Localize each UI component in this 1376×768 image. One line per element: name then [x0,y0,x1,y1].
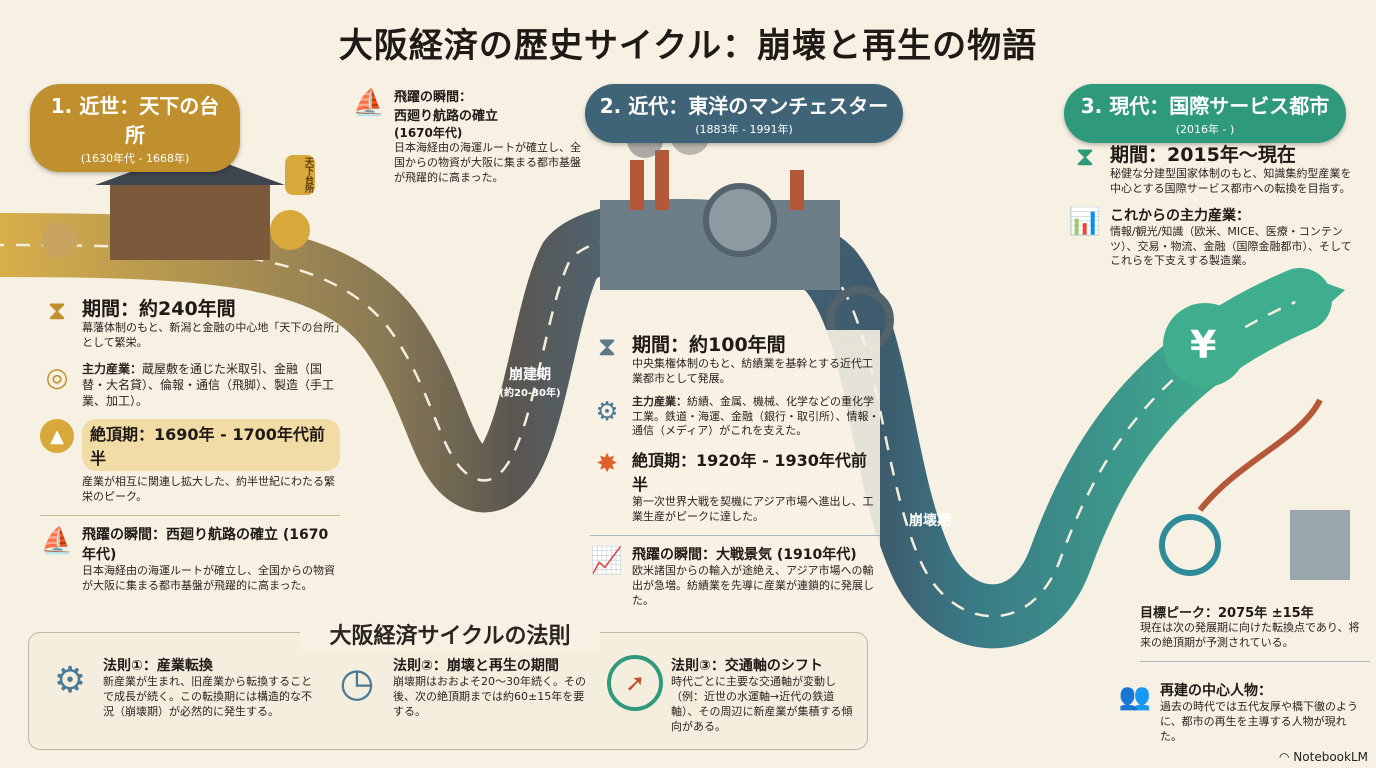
people-icon: 👥 [1118,682,1152,712]
era1-leap-body: 日本海経由の海運ルートが確立し、全国からの物資が大阪に集まる都市基盤が飛躍的に高… [82,563,335,592]
era3-leader: 👥 再建の中心人物：過去の時代では五代友厚や橋下徹のように、都市の再生を主導する… [1118,680,1368,745]
era2-peak: ✸ 絶頂期：1920年 - 1930年代前半第一次世界大戦を契機にアジア市場へ進… [590,447,880,525]
collapse1-title: 崩建期 [509,367,551,383]
law-1-body: 新産業が生まれ、旧産業から転換することで成長が続く。この転換期には構造的な不況（… [103,675,313,718]
era3-heading: 3. 現代：国際サービス都市 [1080,94,1330,118]
era1-leap-title: 飛躍の瞬間：西廻り航路の確立 (1670年代) [82,526,329,563]
era3-leader-title: 再建の中心人物： [1160,683,1272,699]
coins-icon: ◎ [45,362,69,393]
brand-name: NotebookLM [1293,750,1368,764]
callout-years: (1670年代) [394,126,463,140]
ship-icon: ⛵ [352,88,386,118]
leap-callout: ⛵ 飛躍の瞬間： 西廻り航路の確立 (1670年代) 日本海経由の海運ルートが確… [352,86,582,186]
hourglass-icon: ⧗ [47,295,67,326]
era1-industry-title: 主力産業： [82,361,143,376]
era2-leap-body: 欧米諸国からの輸入が途絶え、アジア市場への輸出が急増。紡績業を先導に産業が連鎖的… [632,563,874,607]
era1-industry-body: 蔵屋敷を通じた米取引、金融（国替・大名貸）、倫報・通信（飛脚）、製造（手工業、加… [82,361,335,409]
era3-industry: 📊 これからの主力産業：情報/観光/知識（欧米、MICE、医療・コンテンツ）、交… [1068,205,1358,270]
era3-target: 目標ピーク：2075年 ±15年 現在は次の発展期に向けた転換点であり、将来の絶… [1140,602,1370,670]
era2-years: (1883年 - 1991年) [695,123,793,136]
law-1: ⚙ 法則①：産業転換新産業が生まれ、旧産業から転換することで成長が続く。この転換… [45,655,315,720]
compass-icon: ➚ [607,655,663,711]
era2-header: 2. 近代：東洋のマンチェスター (1883年 - 1991年) [585,84,903,143]
clock-cycle-icon: ◷ [339,660,375,706]
collapse1-label: 崩建期 (約20-30年) [495,364,565,399]
growth-chart-icon: 📊 [1068,206,1102,237]
law-2-title: 法則②：崩壊と再生の期間 [393,658,559,674]
callout-title1: 飛躍の瞬間： [394,90,473,105]
gears-cycle-icon: ⚙ [53,659,87,701]
tenka-sign: 天下台所 [285,155,315,195]
law-3-body: 時代ごとに主要な交通軸が変動し（例：近世の水運軸→近代の鉄道軸）、その周辺に新産… [671,675,853,733]
hourglass-icon: ⧗ [597,331,617,362]
era3-target-title: 目標ピーク：2075年 ±15年 [1140,606,1314,621]
page-title: 大阪経済の歴史サイクル：崩壊と再生の物語 [338,26,1038,66]
era1-period: ⧗ 期間：約240年間幕藩体制のもと、新潟と金融の中心地「天下の台所」として繁栄… [40,294,340,351]
future-illustration: ¥ [1159,303,1350,580]
era1-header: 1. 近世：天下の台所 (1630年代 - 1668年) [30,84,240,172]
era2-industry-body: 紡績、金属、機械、化学などの重化学工業。鉄道・海運、金融（銀行・取引所）、情報・… [632,394,880,438]
era2-period: ⧗ 期間：約100年間中央集権体制のもと、紡績業を基幹とする近代工業都市として発… [590,330,880,387]
law-3-title: 法則③：交通軸のシフト [671,658,823,674]
era3-period-title: 期間：2015年〜現在 [1110,144,1296,166]
law-3: ➚ 法則③：交通軸のシフト時代ごとに主要な交通軸が変動し（例：近世の水運軸→近代… [607,655,857,734]
era1-heading: 1. 近世：天下の台所 [50,94,220,147]
notebooklm-logo-icon: ◠ [1279,750,1294,764]
era1-period-title: 期間：約240年間 [82,298,236,320]
era1-period-body: 幕藩体制のもと、新潟と金融の中心地「天下の台所」として繁栄。 [82,321,340,349]
era1-industry: ◎ 主力産業：蔵屋敷を通じた米取引、金融（国替・大名貸）、倫報・通信（飛脚）、製… [40,361,340,410]
era1-peak-body: 産業が相互に関連し拡大した、約半世紀にわたる繁栄のピーク。 [82,475,335,504]
era3-period-body: 秘健な分建型国家体制のもと、知識集約型産業を中心とする国際サービス都市への転換を… [1110,167,1352,195]
brand: ◠ NotebookLM [1279,750,1368,764]
era3-period: ⧗ 期間：2015年〜現在秘健な分建型国家体制のもと、知識集約型産業を中心とする… [1068,140,1358,197]
era1-peak: ▲ 絶頂期：1690年 - 1700年代前半産業が相互に関連し拡大した、約半世紀… [40,419,340,505]
law-1-title: 法則①：産業転換 [103,658,213,674]
gold-medal-icon: ▲ [40,419,74,454]
era3-years: (2016年 - ) [1175,123,1235,136]
era2-period-body: 中央集権体制のもと、紡績業を基幹とする近代工業都市として発展。 [632,357,874,385]
laws-title: 大阪経済サイクルの法則 [300,618,600,650]
era2-peak-title: 絶頂期：1920年 - 1930年代前半 [632,451,867,495]
svg-text:¥: ¥ [1190,323,1216,367]
laws-panel: ⚙ 法則①：産業転換新産業が生まれ、旧産業から転換することで成長が続く。この転換… [28,632,868,750]
era3-leader-body: 過去の時代では五代友厚や橋下徹のように、都市の再生を主導する人物が現れた。 [1160,700,1358,743]
era2-leap-title: 飛躍の瞬間：大戦景気 (1910年代) [632,546,857,563]
era3-header: 3. 現代：国際サービス都市 (2016年 - ) [1064,84,1346,143]
callout-body: 日本海経由の海運ルートが確立し、全国からの物資が大阪に集まる都市基盤が飛躍的に高… [394,141,581,184]
era3-industry-title: これからの主力産業： [1110,207,1250,224]
law-2-body: 崩壊期はおおよそ20〜30年続く。その後、次の絶頂期までは約60±15年を要する… [393,675,586,718]
collapse1-sub: (約20-30年) [499,388,561,399]
explosion-icon: ✸ [596,449,618,480]
era2-leap: 📈 飛躍の瞬間：大戦景気 (1910年代)欧米諸国からの輸入が途絶え、アジア市場… [590,544,880,609]
era2-peak-body: 第一次世界大戦を契機にアジア市場へ進出し、工業生産がピークに達した。 [632,495,874,524]
gears-icon: ⚙ [595,396,619,427]
growth-chart-icon: 📈 [590,545,624,576]
era2-heading: 2. 近代：東洋のマンチェスター [599,94,889,118]
law-2: ◷ 法則②：崩壊と再生の期間崩壊期はおおよそ20〜30年続く。その後、次の絶頂期… [329,655,589,720]
ship-icon: ⛵ [40,525,74,556]
era2-period-title: 期間：約100年間 [632,334,786,356]
era1-years: (1630年代 - 1668年) [80,152,190,165]
era3-target-body: 現在は次の発展期に向けた転換点であり、将来の絶頂期が予測されている。 [1140,621,1360,649]
callout-title2: 西廻り航路の確立 [394,109,499,124]
era3-industry-body: 情報/観光/知識（欧米、MICE、医療・コンテンツ）、交易・物流、金融（国際金融… [1110,224,1352,268]
era2-industry-title: 主力産業： [632,394,687,408]
era1-leap: ⛵ 飛躍の瞬間：西廻り航路の確立 (1670年代)日本海経由の海運ルートが確立し… [40,524,340,594]
hourglass-icon: ⧗ [1075,141,1095,172]
collapse2-label: 崩壊期 [909,513,951,529]
era1-peak-title: 絶頂期：1690年 - 1700年代前半 [82,419,340,472]
era2-industry: ⚙ 主力産業：紡績、金属、機械、化学などの重化学工業。鉄道・海運、金融（銀行・取… [590,395,880,440]
